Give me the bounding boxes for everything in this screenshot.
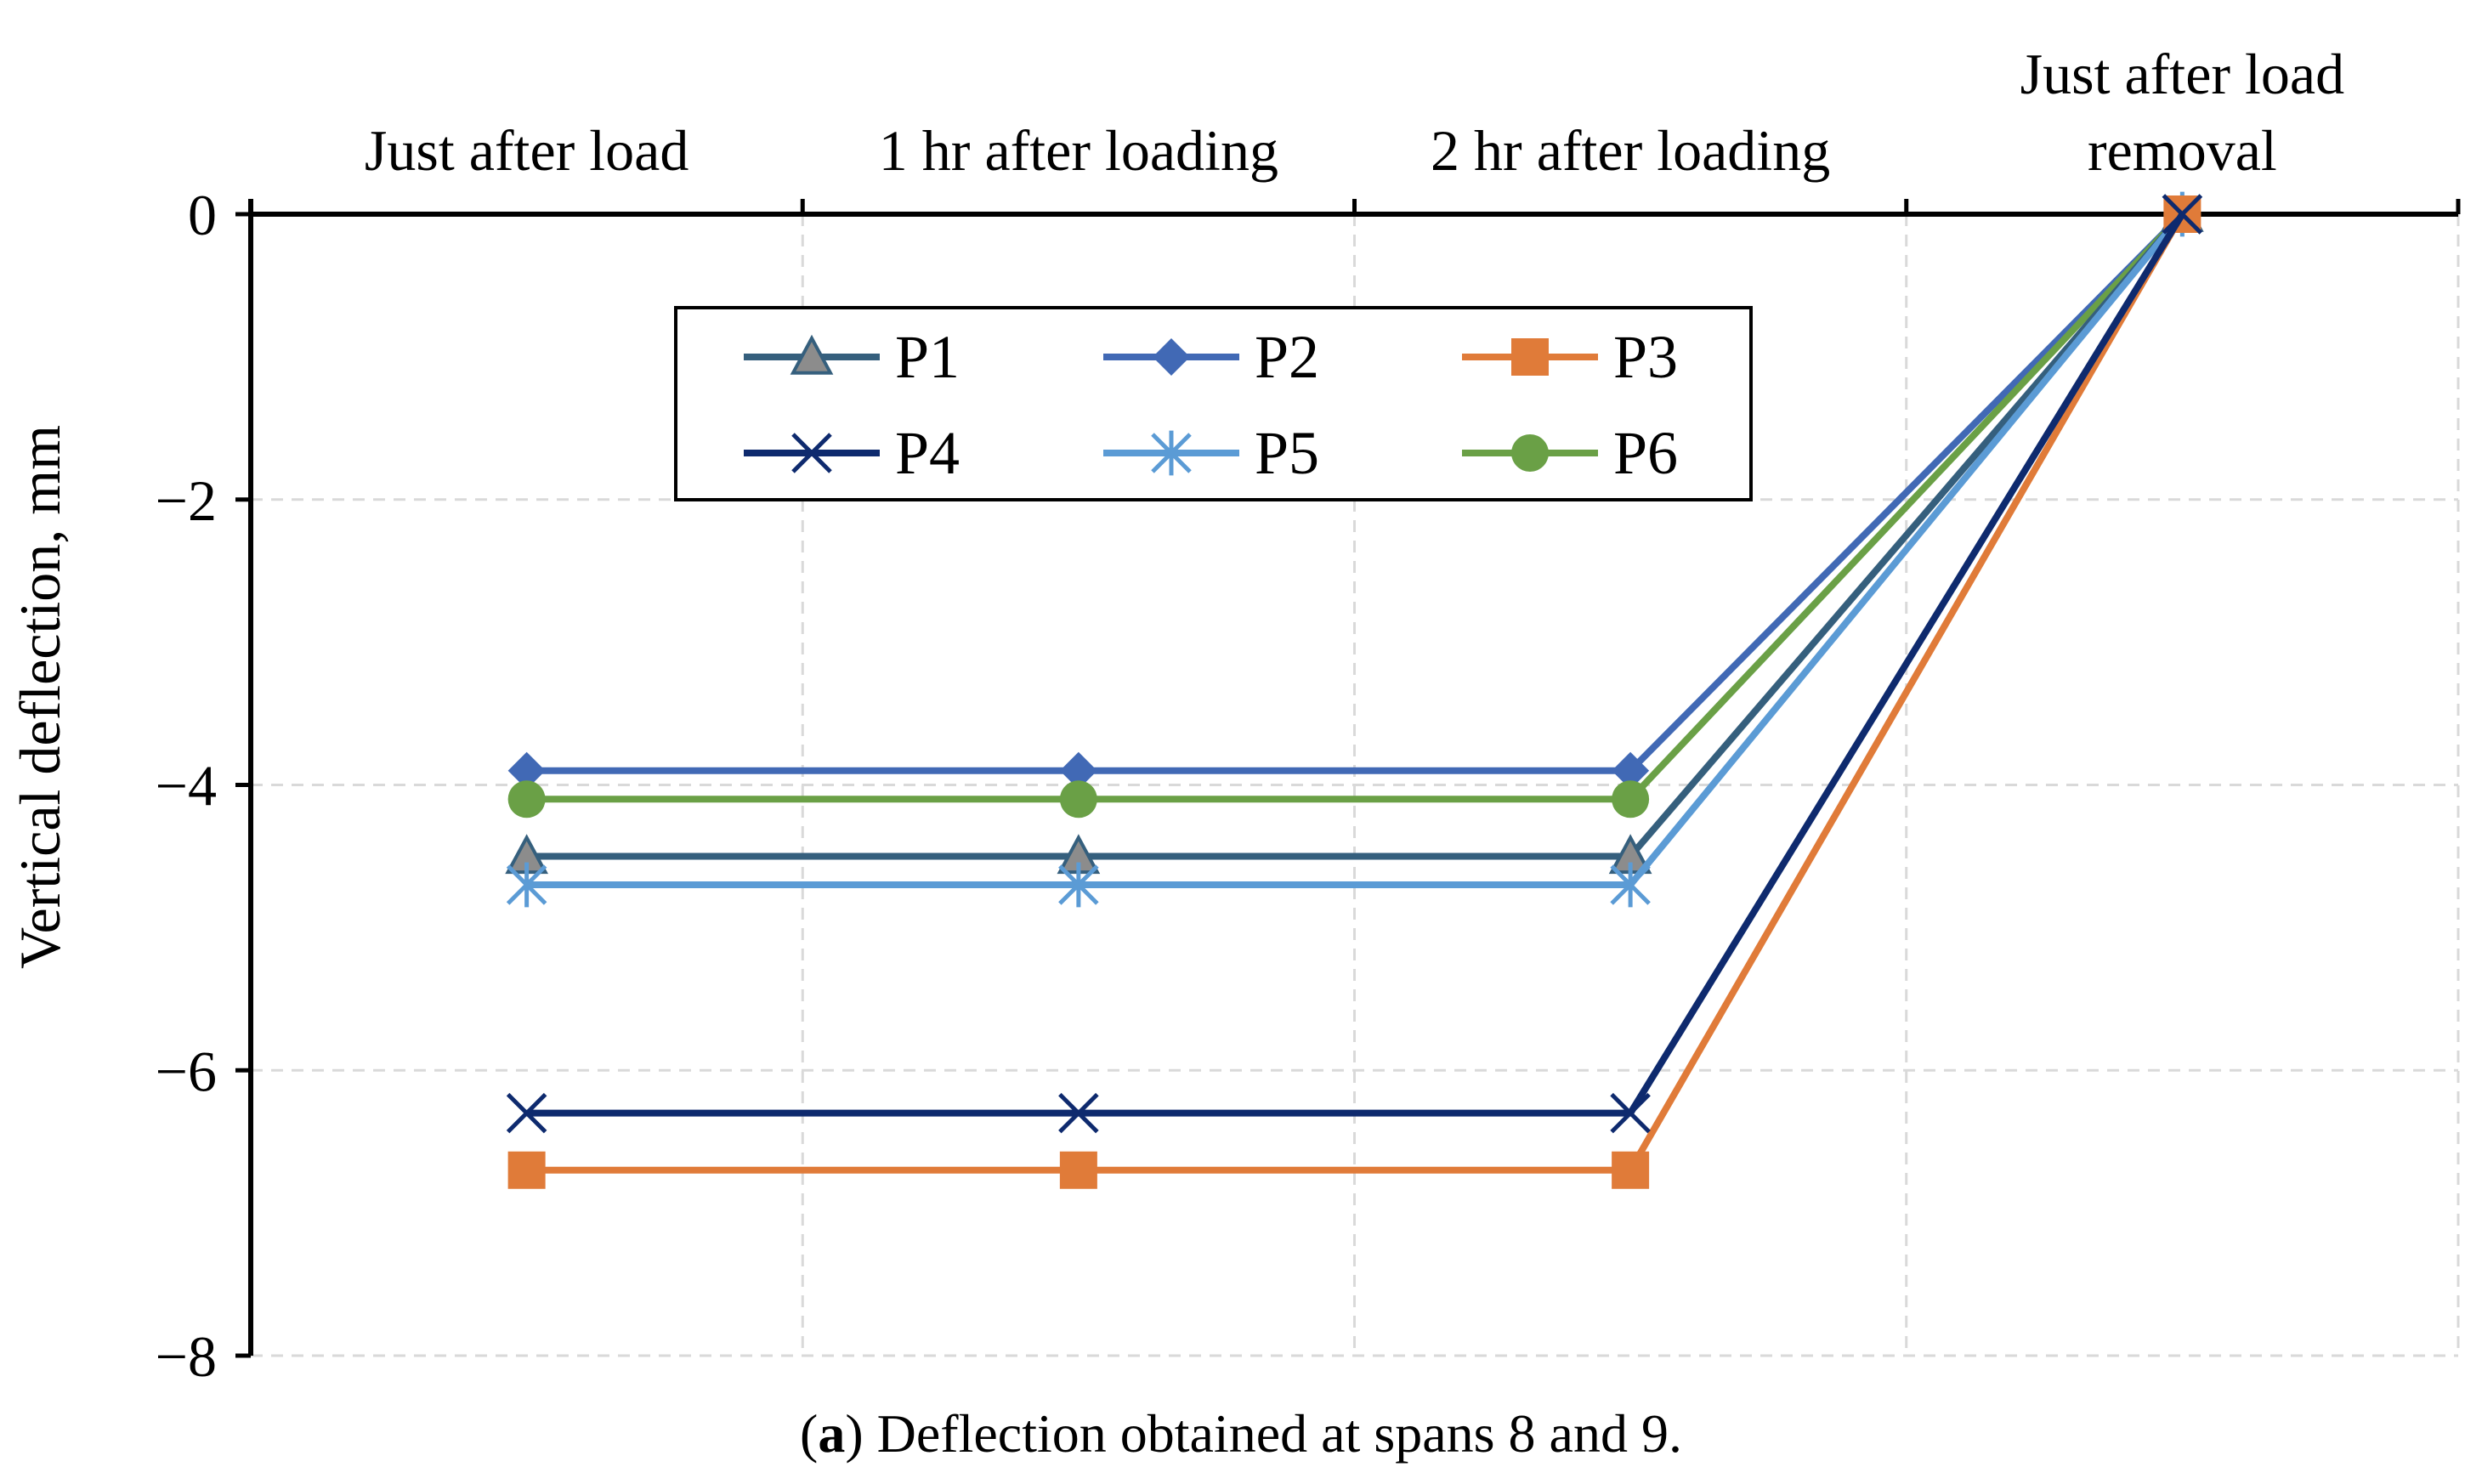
legend-item-p6: P6 [1462, 419, 1678, 487]
series-line [526, 212, 2185, 803]
legend-label: P3 [1613, 323, 1678, 391]
x-tick-labels: Just after load 1 hr after loading 2 hr af… [365, 42, 2344, 183]
legend-marker [790, 334, 834, 375]
data-point [1612, 751, 1650, 790]
series-p3 [507, 195, 2202, 1189]
data-point [1059, 1151, 1097, 1189]
data-point [1612, 780, 1650, 818]
caption-text: Deflection obtained at spans 8 and 9. [876, 1403, 1682, 1464]
data-point [1059, 751, 1097, 790]
legend-label: P2 [1255, 323, 1319, 391]
x-tick-label: Just after load [2020, 42, 2344, 106]
legend-label: P5 [1255, 419, 1319, 487]
legend-marker [791, 433, 832, 473]
y-tick-label: −4 [156, 754, 217, 818]
data-point [1612, 1151, 1650, 1189]
legend-marker [1511, 434, 1549, 472]
data-point [1610, 862, 1651, 908]
series-group [505, 191, 2204, 1189]
series-p4 [506, 194, 2203, 1134]
series-line [526, 212, 2185, 860]
legend-marker [1151, 430, 1192, 476]
x-tick-label: Just after load [365, 118, 688, 183]
y-tick-label: −8 [156, 1324, 217, 1389]
series-line [526, 212, 2185, 889]
data-point [507, 1151, 546, 1189]
data-point [1058, 862, 1099, 908]
x-tick-label: 2 hr after loading [1431, 118, 1830, 183]
legend-item-p3: P3 [1462, 323, 1678, 391]
data-point [506, 1092, 547, 1134]
data-point [506, 862, 547, 908]
caption-label: a [818, 1403, 846, 1464]
data-point [1059, 780, 1097, 818]
data-point [1058, 1092, 1099, 1134]
series-line [526, 212, 2185, 1174]
data-point [2162, 194, 2203, 235]
legend-item-p1: P1 [744, 323, 960, 391]
figure-caption: (a) Deflection obtained at spans 8 and 9… [800, 1403, 1682, 1464]
series-line [526, 212, 2185, 1117]
legend-label: P1 [895, 323, 960, 391]
data-point [507, 751, 546, 790]
y-tick-labels: 0 −2 −4 −6 −8 [156, 183, 217, 1389]
y-tick-label: 0 [188, 183, 217, 247]
legend-marker [1511, 338, 1549, 376]
series-p5 [506, 191, 2203, 908]
legend-marker [1153, 338, 1190, 376]
y-axis-label: Vertical deflection, mm [8, 425, 72, 969]
legend-item-p5: P5 [1103, 419, 1319, 487]
legend-label: P4 [895, 419, 960, 487]
series-line [526, 212, 2185, 774]
data-point [1610, 1092, 1651, 1134]
x-tick-label: 1 hr after loading [879, 118, 1278, 183]
legend-label: P6 [1613, 419, 1678, 487]
legend-box [674, 306, 1753, 501]
legend-item-p2: P2 [1103, 323, 1319, 391]
y-tick-label: −2 [156, 468, 217, 533]
legend-item-p4: P4 [744, 419, 960, 487]
x-tick-label: removal [2088, 118, 2277, 183]
deflection-chart: 0 −2 −4 −6 −8 Just after load 1 hr after load… [8, 42, 2461, 1389]
data-point [507, 780, 546, 818]
y-tick-label: −6 [156, 1039, 217, 1103]
axes [235, 199, 2461, 1358]
